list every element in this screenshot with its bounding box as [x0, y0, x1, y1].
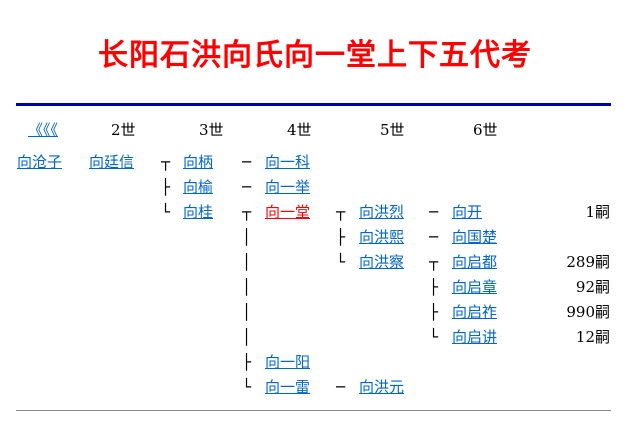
- tree-connector: ├: [242, 353, 252, 371]
- tree-connector: ├: [429, 303, 439, 321]
- tree-connector: └: [429, 328, 439, 346]
- tree-connector: ├: [429, 278, 439, 296]
- tree-connector: ├: [161, 178, 171, 196]
- person-link[interactable]: 向启章: [452, 278, 498, 296]
- descendant-count: 990嗣: [566, 303, 610, 321]
- tree-connector: │: [242, 228, 252, 246]
- tree-connector: └: [242, 378, 252, 396]
- tree-connector: └: [336, 253, 346, 271]
- back-link[interactable]: 《《《: [28, 121, 59, 139]
- tree-connector: ├: [336, 228, 346, 246]
- person-link[interactable]: 向一雷: [265, 378, 311, 396]
- person-link[interactable]: 向洪烈: [359, 203, 405, 221]
- person-link[interactable]: 向桂: [183, 203, 214, 221]
- descendant-count: 92嗣: [575, 278, 610, 296]
- generation-header-3: 3世: [199, 121, 224, 139]
- title-divider: [16, 103, 611, 106]
- person-link[interactable]: 向开: [452, 203, 483, 221]
- person-link[interactable]: 向洪熙: [359, 228, 405, 246]
- generation-header-2: 2世: [111, 121, 136, 139]
- person-link[interactable]: 向启都: [452, 253, 498, 271]
- tree-connector: ┬: [242, 203, 252, 221]
- generation-header-4: 4世: [287, 121, 312, 139]
- tree-connector: ┬: [429, 253, 439, 271]
- generation-header-6: 6世: [473, 121, 498, 139]
- person-link[interactable]: 向洪元: [359, 378, 405, 396]
- tree-connector: │: [242, 278, 252, 296]
- descendant-count: 1嗣: [585, 203, 610, 221]
- person-link[interactable]: 向启讲: [452, 328, 498, 346]
- generation-header-5: 5世: [380, 121, 405, 139]
- person-link[interactable]: 向柄: [183, 153, 214, 171]
- person-link[interactable]: 向榆: [183, 178, 214, 196]
- tree-connector: ─: [336, 378, 346, 396]
- person-link[interactable]: 向廷信: [89, 153, 135, 171]
- page-title: 长阳石洪向氏向一堂上下五代考: [98, 38, 532, 73]
- person-link[interactable]: 向洪察: [359, 253, 405, 271]
- tree-connector: ─: [242, 178, 252, 196]
- tree-connector: ─: [242, 153, 252, 171]
- tree-connector: │: [242, 303, 252, 321]
- person-link[interactable]: 向一阳: [265, 353, 311, 371]
- person-link[interactable]: 向国楚: [452, 228, 498, 246]
- person-link[interactable]: 向一举: [265, 178, 311, 196]
- tree-connector: │: [242, 253, 252, 271]
- person-link[interactable]: 向一科: [265, 153, 311, 171]
- tree-connector: └: [161, 203, 171, 221]
- person-link[interactable]: 向启祚: [452, 303, 498, 321]
- person-link[interactable]: 向沧子: [17, 153, 63, 171]
- tree-connector: ┬: [161, 153, 171, 171]
- current-person-link[interactable]: 向一堂: [265, 203, 311, 221]
- bottom-divider: [16, 410, 611, 411]
- tree-connector: ┬: [336, 203, 346, 221]
- descendant-count: 12嗣: [575, 328, 610, 346]
- tree-connector: │: [242, 328, 252, 346]
- descendant-count: 289嗣: [566, 253, 610, 271]
- tree-connector: ─: [429, 228, 439, 246]
- tree-connector: ─: [429, 203, 439, 221]
